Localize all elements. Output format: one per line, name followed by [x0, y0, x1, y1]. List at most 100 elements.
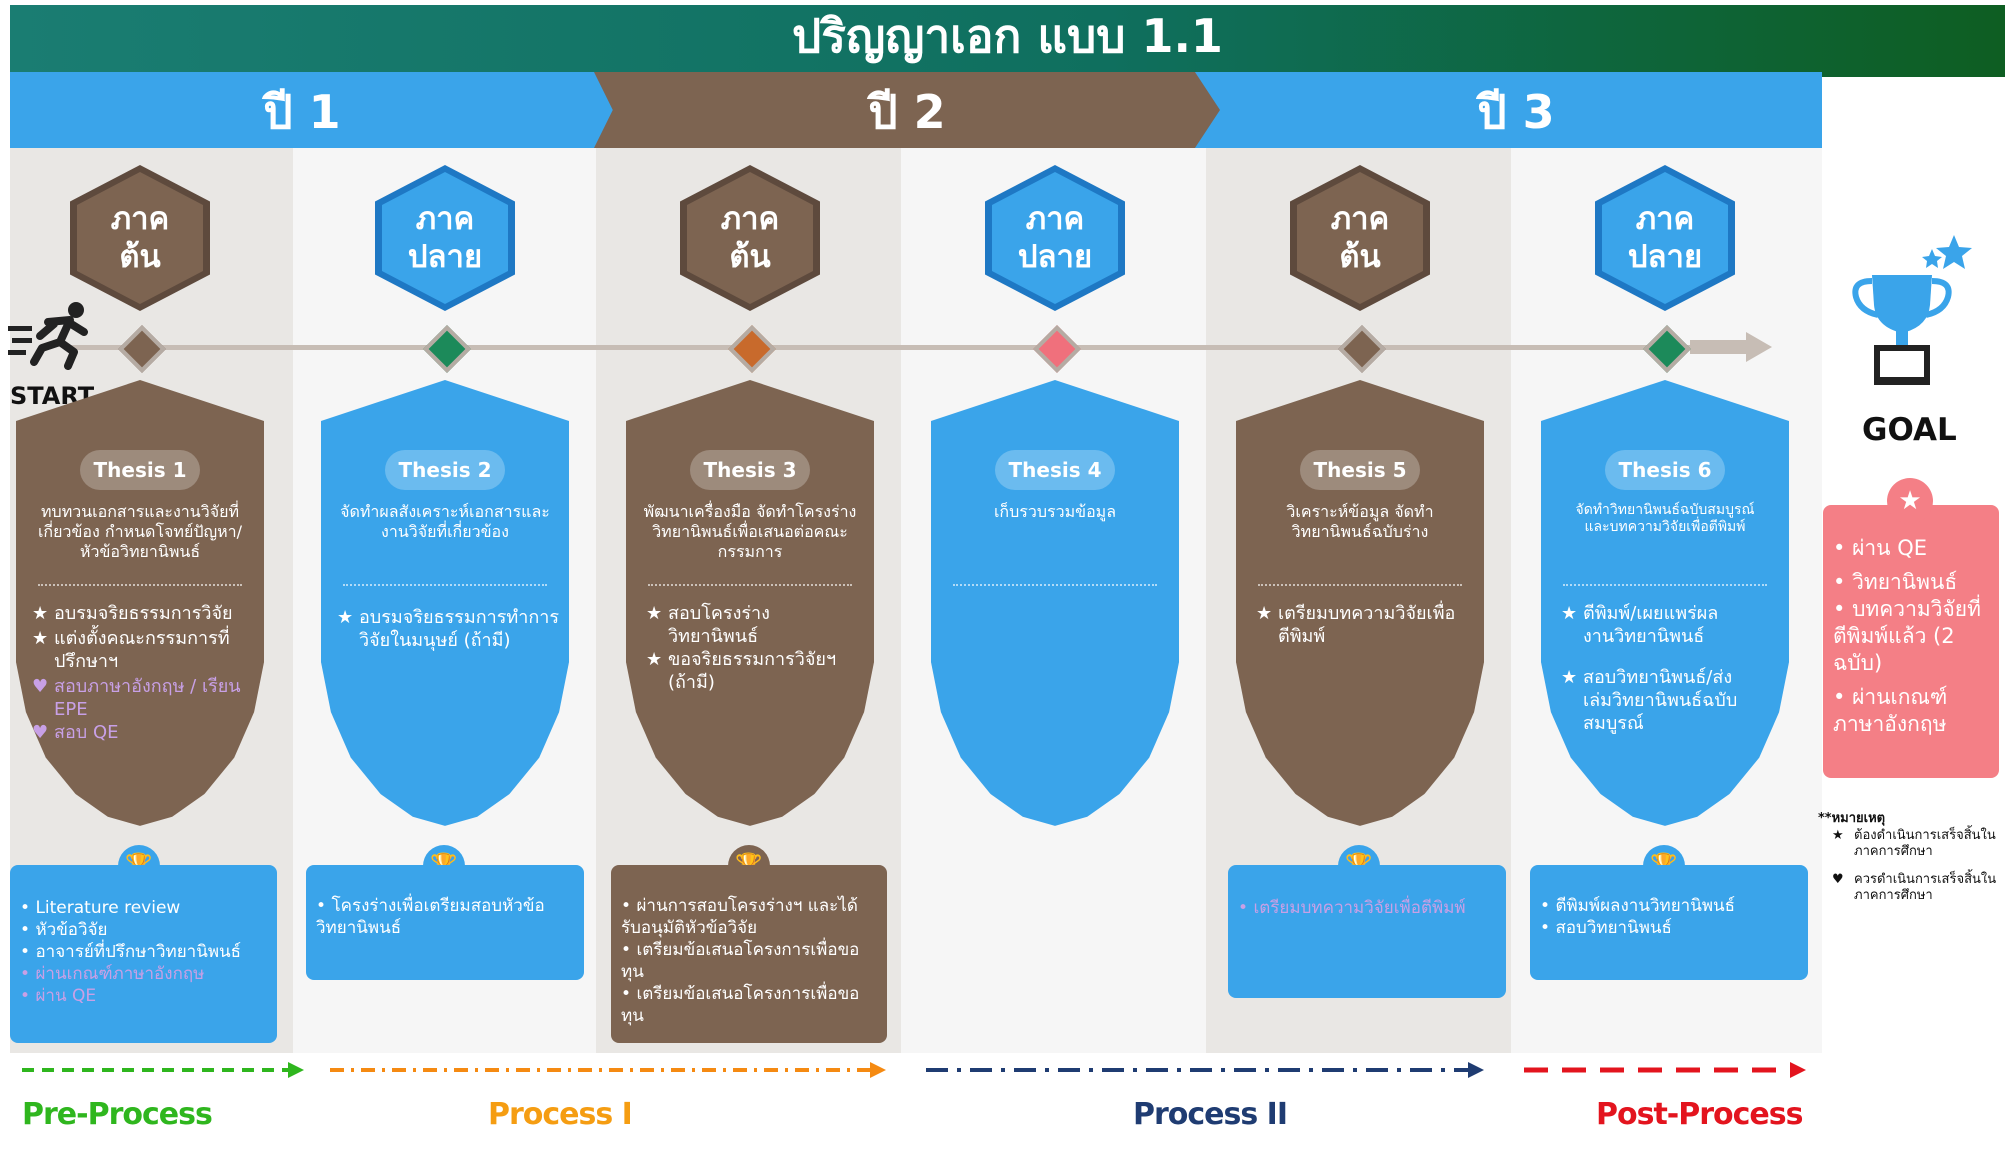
timeline-line [70, 345, 1690, 350]
task-list: ★อบรมจริยธรรมการวิจัย ★แต่งตั้งคณะกรรมกา… [32, 602, 252, 744]
hexagon-line1: ภาค [1635, 201, 1695, 237]
hexagon-line2: ต้น [119, 239, 161, 275]
goal-item: • วิทยานิพนธ์ [1833, 570, 1958, 594]
output-item: • หัวข้อวิจัย [20, 920, 108, 940]
thesis-description: พัฒนาเครื่องมือ จัดทำโครงร่างวิทยานิพนธ์… [643, 502, 857, 561]
output-item: • เตรียมข้อเสนอโครงการเพื่อขอทุน [621, 984, 860, 1026]
thesis-card-3: Thesis 3 พัฒนาเครื่องมือ จัดทำโครงร่างวิ… [626, 380, 874, 826]
hexagon-line1: ภาค [110, 201, 170, 237]
process-label-1: Process I [488, 1097, 633, 1132]
note-item: ★ต้องดำเนินการเสร็จสิ้นในภาคการศึกษา [1832, 828, 1996, 859]
thesis-card-2: Thesis 2 จัดทำผลสังเคราะห์เอกสารและงานวิ… [321, 380, 569, 826]
output-item: • เตรียมบทความวิจัยเพื่อตีพิมพ์ [1238, 898, 1466, 918]
output-box-1: • Literature review • หัวข้อวิจัย • อาจา… [10, 865, 277, 1043]
process-arrows [22, 1062, 1806, 1078]
process-label-2: Process II [1133, 1097, 1288, 1132]
divider [343, 584, 547, 586]
thesis-label: Thesis 3 [690, 450, 810, 490]
year-1-label: ปี 1 [263, 85, 341, 139]
divider [38, 584, 242, 586]
thesis-card-1: Thesis 1 ทบทวนเอกสารและงานวิจัยที่เกี่ยว… [16, 380, 264, 826]
divider [1563, 584, 1767, 586]
output-item: • สอบวิทยานิพนธ์ [1540, 918, 1672, 938]
timeline-arrow-icon [1690, 332, 1772, 362]
goal-item: • ผ่านเกณฑ์ภาษาอังกฤษ [1833, 685, 1948, 736]
output-box-3: • ผ่านการสอบโครงร่างฯ และได้รับอนุมัติหั… [611, 865, 887, 1043]
hexagon-line1: ภาค [1025, 201, 1085, 237]
goal-item: • บทความวิจัยที่ตีพิมพ์แล้ว (2 ฉบับ) [1833, 597, 1981, 675]
page-title: ปริญญาเอก แบบ 1.1 [10, 5, 2005, 77]
thesis-label: Thesis 4 [995, 450, 1115, 490]
thesis-description: ทบทวนเอกสารและงานวิจัยที่เกี่ยวข้อง กำหน… [37, 502, 243, 561]
divider [648, 584, 852, 586]
task-item: ★อบรมจริยธรรมการทำการวิจัยในมนุษย์ (ถ้าม… [337, 607, 560, 651]
task-item: ♥สอบภาษาอังกฤษ / เรียน EPE [32, 676, 241, 720]
process-label-pre: Pre-Process [22, 1097, 213, 1132]
output-box-2: • โครงร่างเพื่อเตรียมสอบหัวข้อวิทยานิพนธ… [306, 865, 584, 980]
year-3-label: ปี 3 [1477, 85, 1555, 139]
thesis-description: จัดทำวิทยานิพนธ์ฉบับสมบูรณ์และบทความวิจั… [1575, 502, 1755, 535]
output-item: • Literature review [20, 898, 181, 918]
hexagon-line2: ต้น [1339, 239, 1381, 275]
heart-icon: ♥ [32, 676, 49, 697]
goal-item: • ผ่าน QE [1833, 536, 1927, 560]
year-2-label: ปี 2 [868, 85, 946, 139]
output-item: • เตรียมข้อเสนอโครงการเพื่อขอทุน [621, 940, 860, 982]
hexagon-line2: ปลาย [1627, 239, 1703, 275]
thesis-label: Thesis 1 [80, 450, 200, 490]
hexagon-line1: ภาค [1330, 201, 1390, 237]
thesis-card-5: Thesis 5 วิเคราะห์ข้อมูล จัดทำวิทยานิพนธ… [1236, 380, 1484, 826]
star-badge-icon: ★ [1887, 478, 1933, 524]
task-item: ♥สอบ QE [32, 722, 119, 743]
thesis-card-4: Thesis 4 เก็บรวบรวมข้อมูล [931, 380, 1179, 826]
output-item: • โครงร่างเพื่อเตรียมสอบหัวข้อวิทยานิพนธ… [316, 896, 545, 938]
thesis-label: Thesis 5 [1300, 450, 1420, 490]
thesis-label: Thesis 6 [1605, 450, 1725, 490]
output-item: • ผ่านการสอบโครงร่างฯ และได้รับอนุมัติหั… [621, 896, 858, 938]
task-item: ★อบรมจริยธรรมการวิจัย [32, 603, 233, 624]
process-label-post: Post-Process [1596, 1097, 1803, 1132]
star-icon: ★ [646, 603, 663, 624]
thesis-description: เก็บรวบรวมข้อมูล [993, 502, 1117, 521]
output-item: • ตีพิมพ์ผลงานวิทยานิพนธ์ [1540, 896, 1736, 916]
hexagon-line2: ปลาย [1017, 239, 1093, 275]
task-list: ★อบรมจริยธรรมการทำการวิจัยในมนุษย์ (ถ้าม… [337, 606, 562, 652]
star-icon: ★ [1561, 603, 1578, 624]
output-box-6: • ตีพิมพ์ผลงานวิทยานิพนธ์ • สอบวิทยานิพน… [1530, 865, 1808, 980]
thesis-label: Thesis 2 [385, 450, 505, 490]
task-item: ★เตรียมบทความวิจัยเพื่อตีพิมพ์ [1256, 603, 1456, 647]
note-item: ♥ควรดำเนินการเสร็จสิ้นในภาคการศึกษา [1832, 872, 1997, 903]
task-item: ★สอบวิทยานิพนธ์/ส่งเล่มวิทยานิพนธ์ฉบับสม… [1561, 667, 1738, 734]
runner-icon [8, 302, 88, 370]
task-item: ★สอบโครงร่างวิทยานิพนธ์ [646, 603, 770, 647]
heart-icon: ♥ [1832, 872, 1844, 887]
star-icon: ★ [1561, 667, 1578, 688]
year-2-band [594, 72, 1220, 148]
divider [1258, 584, 1462, 586]
hexagon-line2: ต้น [729, 239, 771, 275]
goal-label: GOAL [1862, 412, 1957, 448]
star-icon: ★ [646, 649, 663, 670]
output-item: • ผ่านเกณฑ์ภาษาอังกฤษ [20, 964, 205, 984]
task-item: ★ตีพิมพ์/เผยแพร่ผลงานวิทยานิพนธ์ [1561, 603, 1719, 647]
semester-hexagon-6: ภาค ปลาย [1595, 165, 1735, 311]
task-list: ★ตีพิมพ์/เผยแพร่ผลงานวิทยานิพนธ์ ★สอบวิท… [1561, 602, 1746, 735]
task-item: ★แต่งตั้งคณะกรรมการที่ปรึกษาฯ [32, 628, 230, 672]
output-box-5: • เตรียมบทความวิจัยเพื่อตีพิมพ์ [1228, 865, 1506, 998]
semester-hexagon-5: ภาค ต้น [1290, 165, 1430, 311]
hexagon-line2: ปลาย [407, 239, 483, 275]
hexagon-line1: ภาค [415, 201, 475, 237]
divider [953, 584, 1157, 586]
goal-requirements-box: • ผ่าน QE • วิทยานิพนธ์ • บทความวิจัยที่… [1823, 505, 1999, 778]
semester-hexagon-2: ภาค ปลาย [375, 165, 515, 311]
hexagon-line1: ภาค [720, 201, 780, 237]
thesis-card-6: Thesis 6 จัดทำวิทยานิพนธ์ฉบับสมบูรณ์และบ… [1541, 380, 1789, 826]
task-list: ★เตรียมบทความวิจัยเพื่อตีพิมพ์ [1256, 602, 1466, 648]
thesis-description: วิเคราะห์ข้อมูล จัดทำวิทยานิพนธ์ฉบับร่าง [1286, 502, 1434, 541]
star-icon: ★ [32, 628, 49, 649]
notes-title: **หมายเหตุ [1818, 811, 1886, 826]
star-icon: ★ [1256, 603, 1273, 624]
goal-trophy-icon [1852, 235, 1972, 385]
thesis-description: จัดทำผลสังเคราะห์เอกสารและงานวิจัยที่เกี… [340, 502, 550, 541]
output-item: • อาจารย์ที่ปรึกษาวิทยานิพนธ์ [20, 942, 242, 962]
